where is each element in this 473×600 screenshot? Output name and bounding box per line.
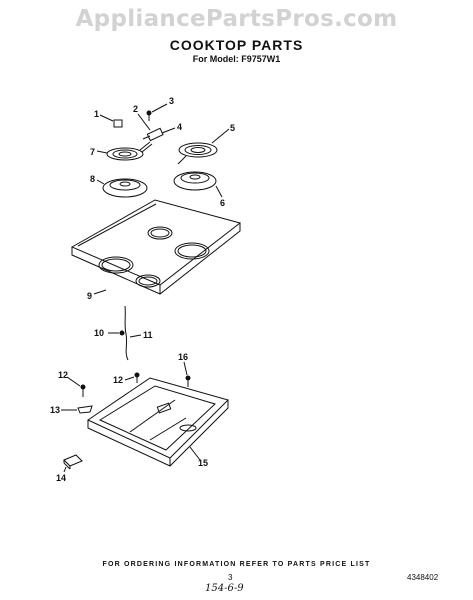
ordering-note: FOR ORDERING INFORMATION REFER TO PARTS …: [102, 561, 371, 568]
callout-5: 5: [230, 123, 235, 133]
callout-6: 6: [220, 198, 225, 208]
handwritten-note: 154-6-9: [205, 583, 244, 594]
callout-1: 1: [94, 109, 99, 119]
part-surface-element-small[interactable]: [106, 141, 153, 161]
model-subtitle: For Model: F9757W1: [192, 54, 281, 64]
callout-12-left: 12: [58, 370, 68, 380]
part-screw-left[interactable]: [80, 384, 86, 397]
callout-2: 2: [133, 104, 138, 114]
part-screw-top[interactable]: [146, 110, 152, 121]
part-cooktop[interactable]: [70, 199, 242, 295]
callout-14: 14: [56, 473, 66, 483]
part-receptacle[interactable]: [142, 127, 164, 142]
page-number: 3: [228, 573, 233, 582]
callout-11: 11: [143, 330, 153, 340]
part-drip-bowl-small[interactable]: [102, 178, 148, 198]
callout-labels: 1 2 3 4 5 6 7 8 9 10 11 12 12 13 14 15 1…: [50, 96, 235, 483]
callout-4: 4: [177, 122, 182, 132]
callout-16: 16: [178, 352, 188, 362]
part-drip-bowl-large[interactable]: [173, 171, 217, 191]
page-title: COOKTOP PARTS: [169, 37, 304, 53]
watermark: AppliancePartsPros.com: [75, 6, 398, 32]
part-burner-box[interactable]: [86, 377, 229, 467]
part-screw-right[interactable]: [185, 375, 191, 387]
callout-10: 10: [94, 328, 104, 338]
callout-3: 3: [169, 96, 174, 106]
callout-9: 9: [87, 291, 92, 301]
part-screw-middle[interactable]: [134, 372, 140, 383]
callout-7: 7: [90, 147, 95, 157]
callout-13: 13: [50, 405, 60, 415]
callout-12-middle: 12: [113, 375, 123, 385]
callout-15: 15: [198, 458, 208, 468]
part-clip[interactable]: [77, 405, 93, 414]
part-terminal-block[interactable]: [113, 119, 123, 128]
part-surface-element-large[interactable]: [177, 142, 218, 165]
part-bracket[interactable]: [63, 454, 83, 470]
part-ground-wire[interactable]: [119, 305, 129, 361]
callout-8: 8: [90, 174, 95, 184]
document-number: 4348402: [407, 573, 439, 582]
